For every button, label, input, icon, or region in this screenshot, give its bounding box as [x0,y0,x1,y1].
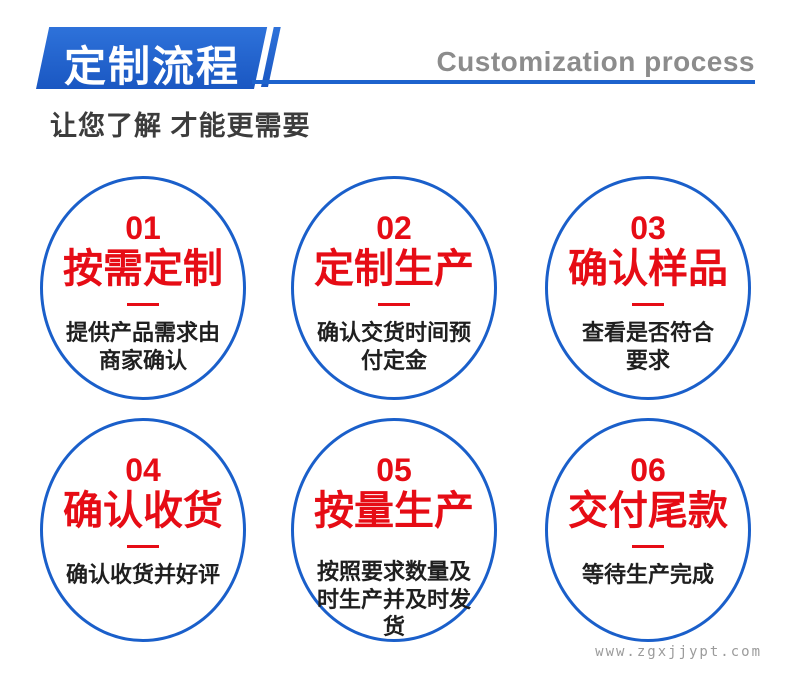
step-divider [127,303,159,307]
step-number: 02 [376,210,412,246]
step-divider [127,545,159,549]
page-subtitle-en: Customization process [436,46,755,77]
step-divider [378,303,410,307]
step-title: 确认样品 [568,247,728,292]
step-description: 查看是否符合 要求 [581,320,714,373]
step-circle-6: 06 交付尾款 等待生产完成 [545,418,751,642]
header-underline [252,80,755,84]
step-description: 等待生产完成 [581,562,714,588]
step-circle-4: 04 确认收货 确认收货并好评 [40,418,246,642]
step-divider [632,545,664,549]
step-circle-2: 02 定制生产 确认交货时间预 付定金 [291,176,497,400]
tagline: 让您了解 才能更需要 [50,111,311,141]
step-circle-1: 01 按需定制 提供产品需求由 商家确认 [40,176,246,400]
page-title: 定制流程 [63,43,240,90]
step-title: 交付尾款 [568,489,728,534]
step-description: 按照要求数量及 时生产并及时发 货 [316,559,471,640]
step-title: 确认收货 [63,489,223,534]
step-title: 按需定制 [63,247,223,292]
step-circle-3: 03 确认样品 查看是否符合 要求 [545,176,751,400]
step-number: 05 [376,452,412,488]
step-number: 03 [630,210,666,246]
step-description: 提供产品需求由 商家确认 [65,320,220,373]
step-number: 06 [630,452,666,488]
step-description: 确认收货并好评 [65,562,220,588]
step-title: 定制生产 [314,247,474,292]
step-number: 04 [125,452,161,488]
step-number: 01 [125,210,161,246]
step-divider [632,303,664,307]
step-circle-5: 05 按量生产 按照要求数量及 时生产并及时发 货 [291,418,497,642]
watermark-url: www.zgxjjypt.com [595,644,762,660]
step-description: 确认交货时间预 付定金 [316,320,471,373]
step-title: 按量生产 [314,489,474,534]
